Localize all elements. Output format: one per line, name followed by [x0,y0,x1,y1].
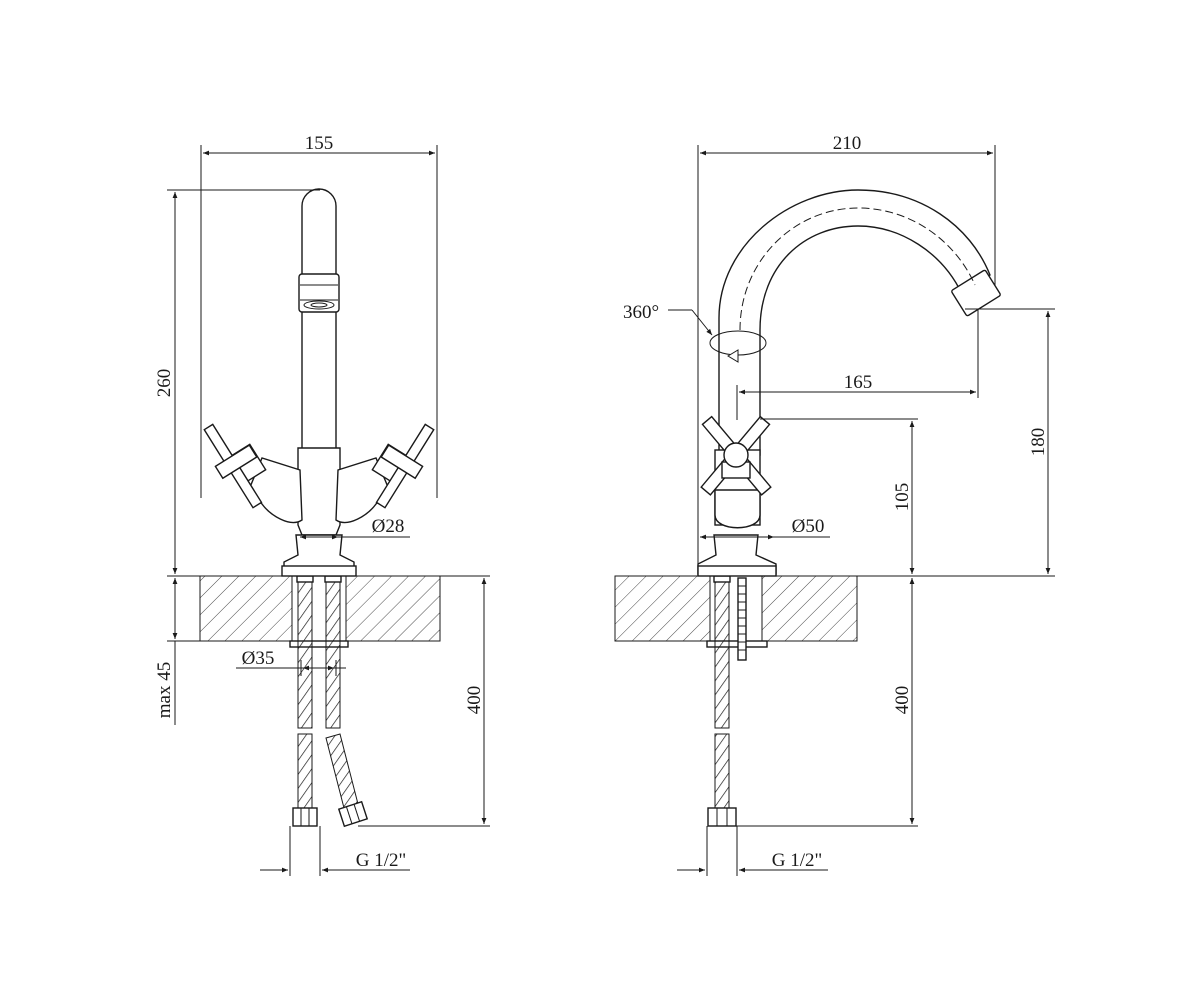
dim-diameter-35: Ø35 [242,648,275,669]
countertop-left [199,575,441,642]
dim-height-260: 260 [154,369,175,398]
handle-right-a [335,423,435,524]
countertop-right [614,575,858,642]
spout-right [718,189,1001,456]
dim-width-210: 210 [833,133,862,154]
threaded-rod [737,577,747,661]
spout-left [298,188,340,456]
threaded-rod-lines [738,585,746,651]
dim-max-45: max 45 [154,662,175,718]
mounting-washer-left [289,640,349,648]
faucet-body-right [697,449,777,577]
handle-left-a [203,423,303,524]
dimensions-right [677,145,1055,876]
hose-nut-left-b [337,800,369,828]
right-view: 210 360° 165 180 105 Ø50 400 G 1/2" [614,133,1055,876]
dim-reach-165: 165 [844,372,873,393]
mounting-washer-right [706,640,768,648]
rotation-indicator [668,309,767,363]
dim-diameter-50: Ø50 [792,516,825,537]
faucet-body-left [281,447,357,577]
handle-cross-right [700,415,772,496]
dim-thread-left: G 1/2" [356,850,407,871]
left-view: 155 260 Ø28 Ø35 max 45 400 G 1/2" [154,133,490,876]
dim-rotation-360: 360° [623,302,659,323]
dim-width-155: 155 [305,133,334,154]
hoses-left [292,575,369,828]
dim-thread-right: G 1/2" [772,850,823,871]
dim-spout-height-180: 180 [1028,428,1049,457]
dim-diameter-28: Ø28 [372,516,405,537]
hose-nut-right [707,807,737,827]
hose-nut-left-a [292,807,318,827]
dimensions-left [167,145,490,876]
hose-right [707,575,737,827]
dim-hose-400-right: 400 [892,686,913,715]
dim-handle-height-105: 105 [892,483,913,512]
dim-hose-400-left: 400 [464,686,485,715]
